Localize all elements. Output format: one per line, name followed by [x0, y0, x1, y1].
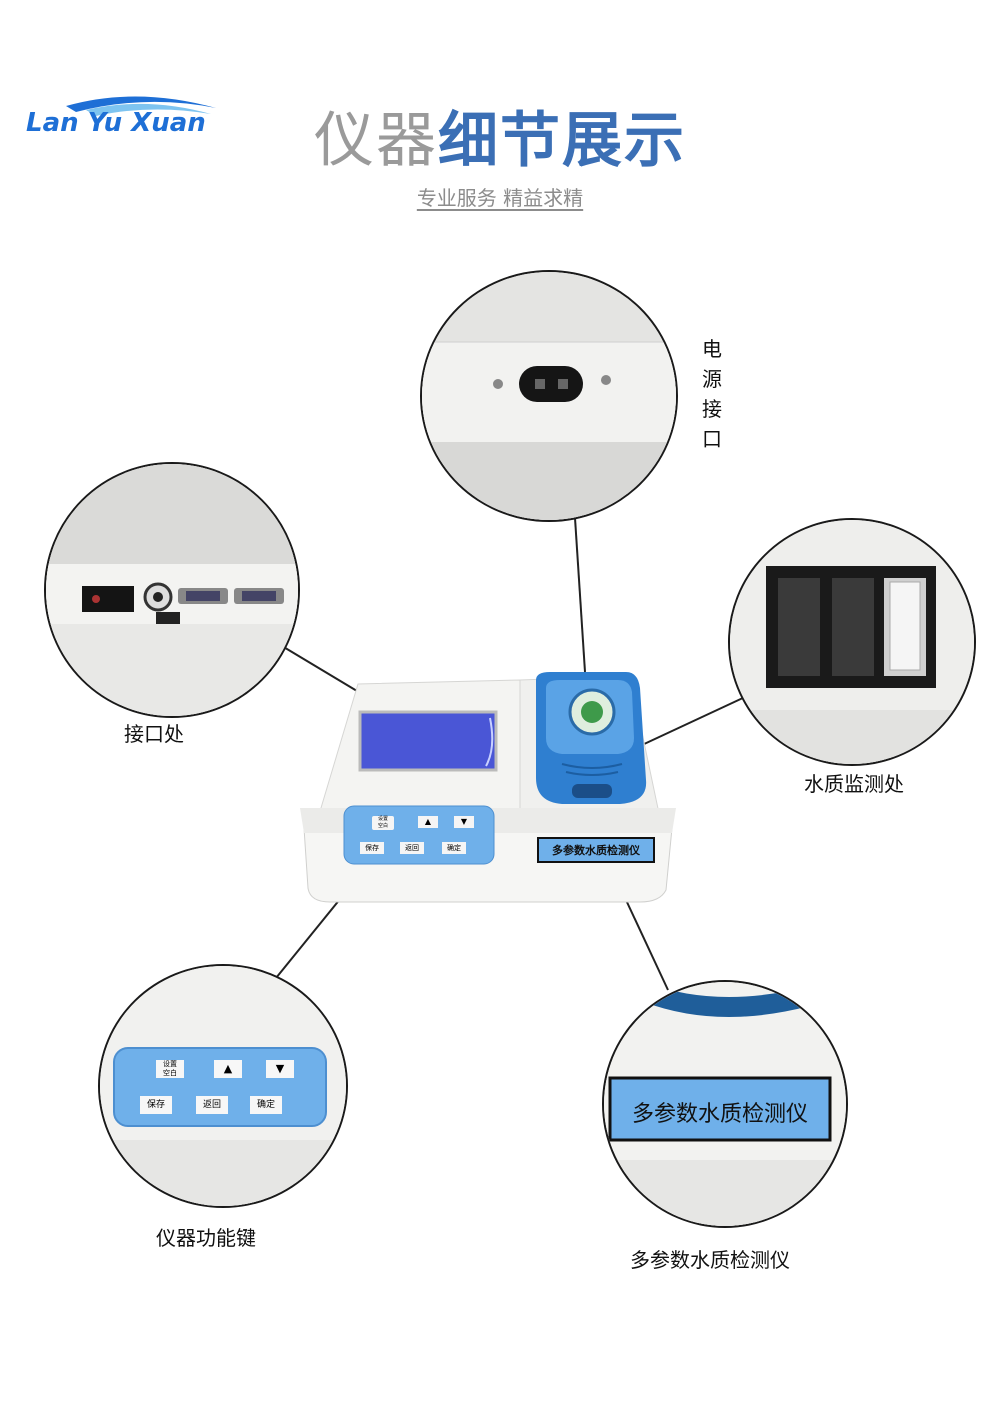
key-down[interactable]: ▼	[266, 1060, 294, 1078]
device-key-save: 保存	[360, 842, 384, 854]
key-up[interactable]: ▲	[214, 1060, 242, 1078]
nameplate-zoom: 多参数水质检测仪	[602, 980, 848, 1228]
water-monitor-label: 水质监测处	[804, 772, 904, 796]
power-label-char: 源	[702, 367, 722, 391]
key-back[interactable]: 返回	[196, 1096, 228, 1114]
logo-text: Lan Yu Xuan	[26, 108, 206, 138]
key-set-blank[interactable]: 设置 空白	[156, 1060, 184, 1078]
power-label-char: 口	[702, 427, 722, 451]
brand-logo: Lan Yu Xuan	[26, 88, 226, 148]
nameplate-text: 多参数水质检测仪	[631, 1102, 808, 1127]
power-socket-icon	[422, 272, 676, 520]
subtitle-text: 专业服务 精益求精	[416, 186, 584, 210]
interface-zoom	[44, 462, 300, 718]
power-label: 电 源 接 口	[700, 334, 724, 454]
power-label-char: 接	[702, 397, 722, 421]
power-socket-zoom	[420, 270, 678, 522]
interface-ports-icon	[46, 464, 298, 716]
device-key-down: ▼	[454, 816, 474, 828]
keypad-icon	[100, 966, 346, 1206]
nameplate-bg	[604, 982, 846, 1226]
water-analyzer-device	[300, 672, 676, 903]
device-key-blank: 设置 空白	[372, 816, 394, 830]
page-subtitle: 专业服务 精益求精	[0, 182, 1000, 211]
page-title: 仪器细节展示	[0, 92, 1000, 179]
interface-label: 接口处	[124, 722, 184, 746]
key-save[interactable]: 保存	[140, 1096, 172, 1114]
title-light: 仪器	[314, 106, 438, 176]
function-keys-label: 仪器功能键	[156, 1226, 256, 1250]
logo-swoosh-icon	[66, 96, 216, 116]
water-monitor-zoom	[728, 518, 976, 766]
key-confirm[interactable]: 确定	[250, 1096, 282, 1114]
device-nameplate-text: 多参数水质检测仪	[552, 844, 640, 857]
device-key-back: 返回	[400, 842, 424, 854]
cuvette-slots-icon	[730, 520, 974, 764]
function-keys-zoom: 设置 空白 ▲ ▼ 保存 返回 确定	[98, 964, 348, 1208]
title-bold: 细节展示	[438, 106, 686, 176]
device-key-up: ▲	[418, 816, 438, 828]
power-label-char: 电	[702, 337, 722, 361]
nameplate-label: 多参数水质检测仪	[630, 1248, 790, 1272]
device-illustration: 设置 空白 ▲ ▼ 保存 返回 确定 多参数水质检测仪	[300, 668, 676, 904]
device-key-confirm: 确定	[442, 842, 466, 854]
